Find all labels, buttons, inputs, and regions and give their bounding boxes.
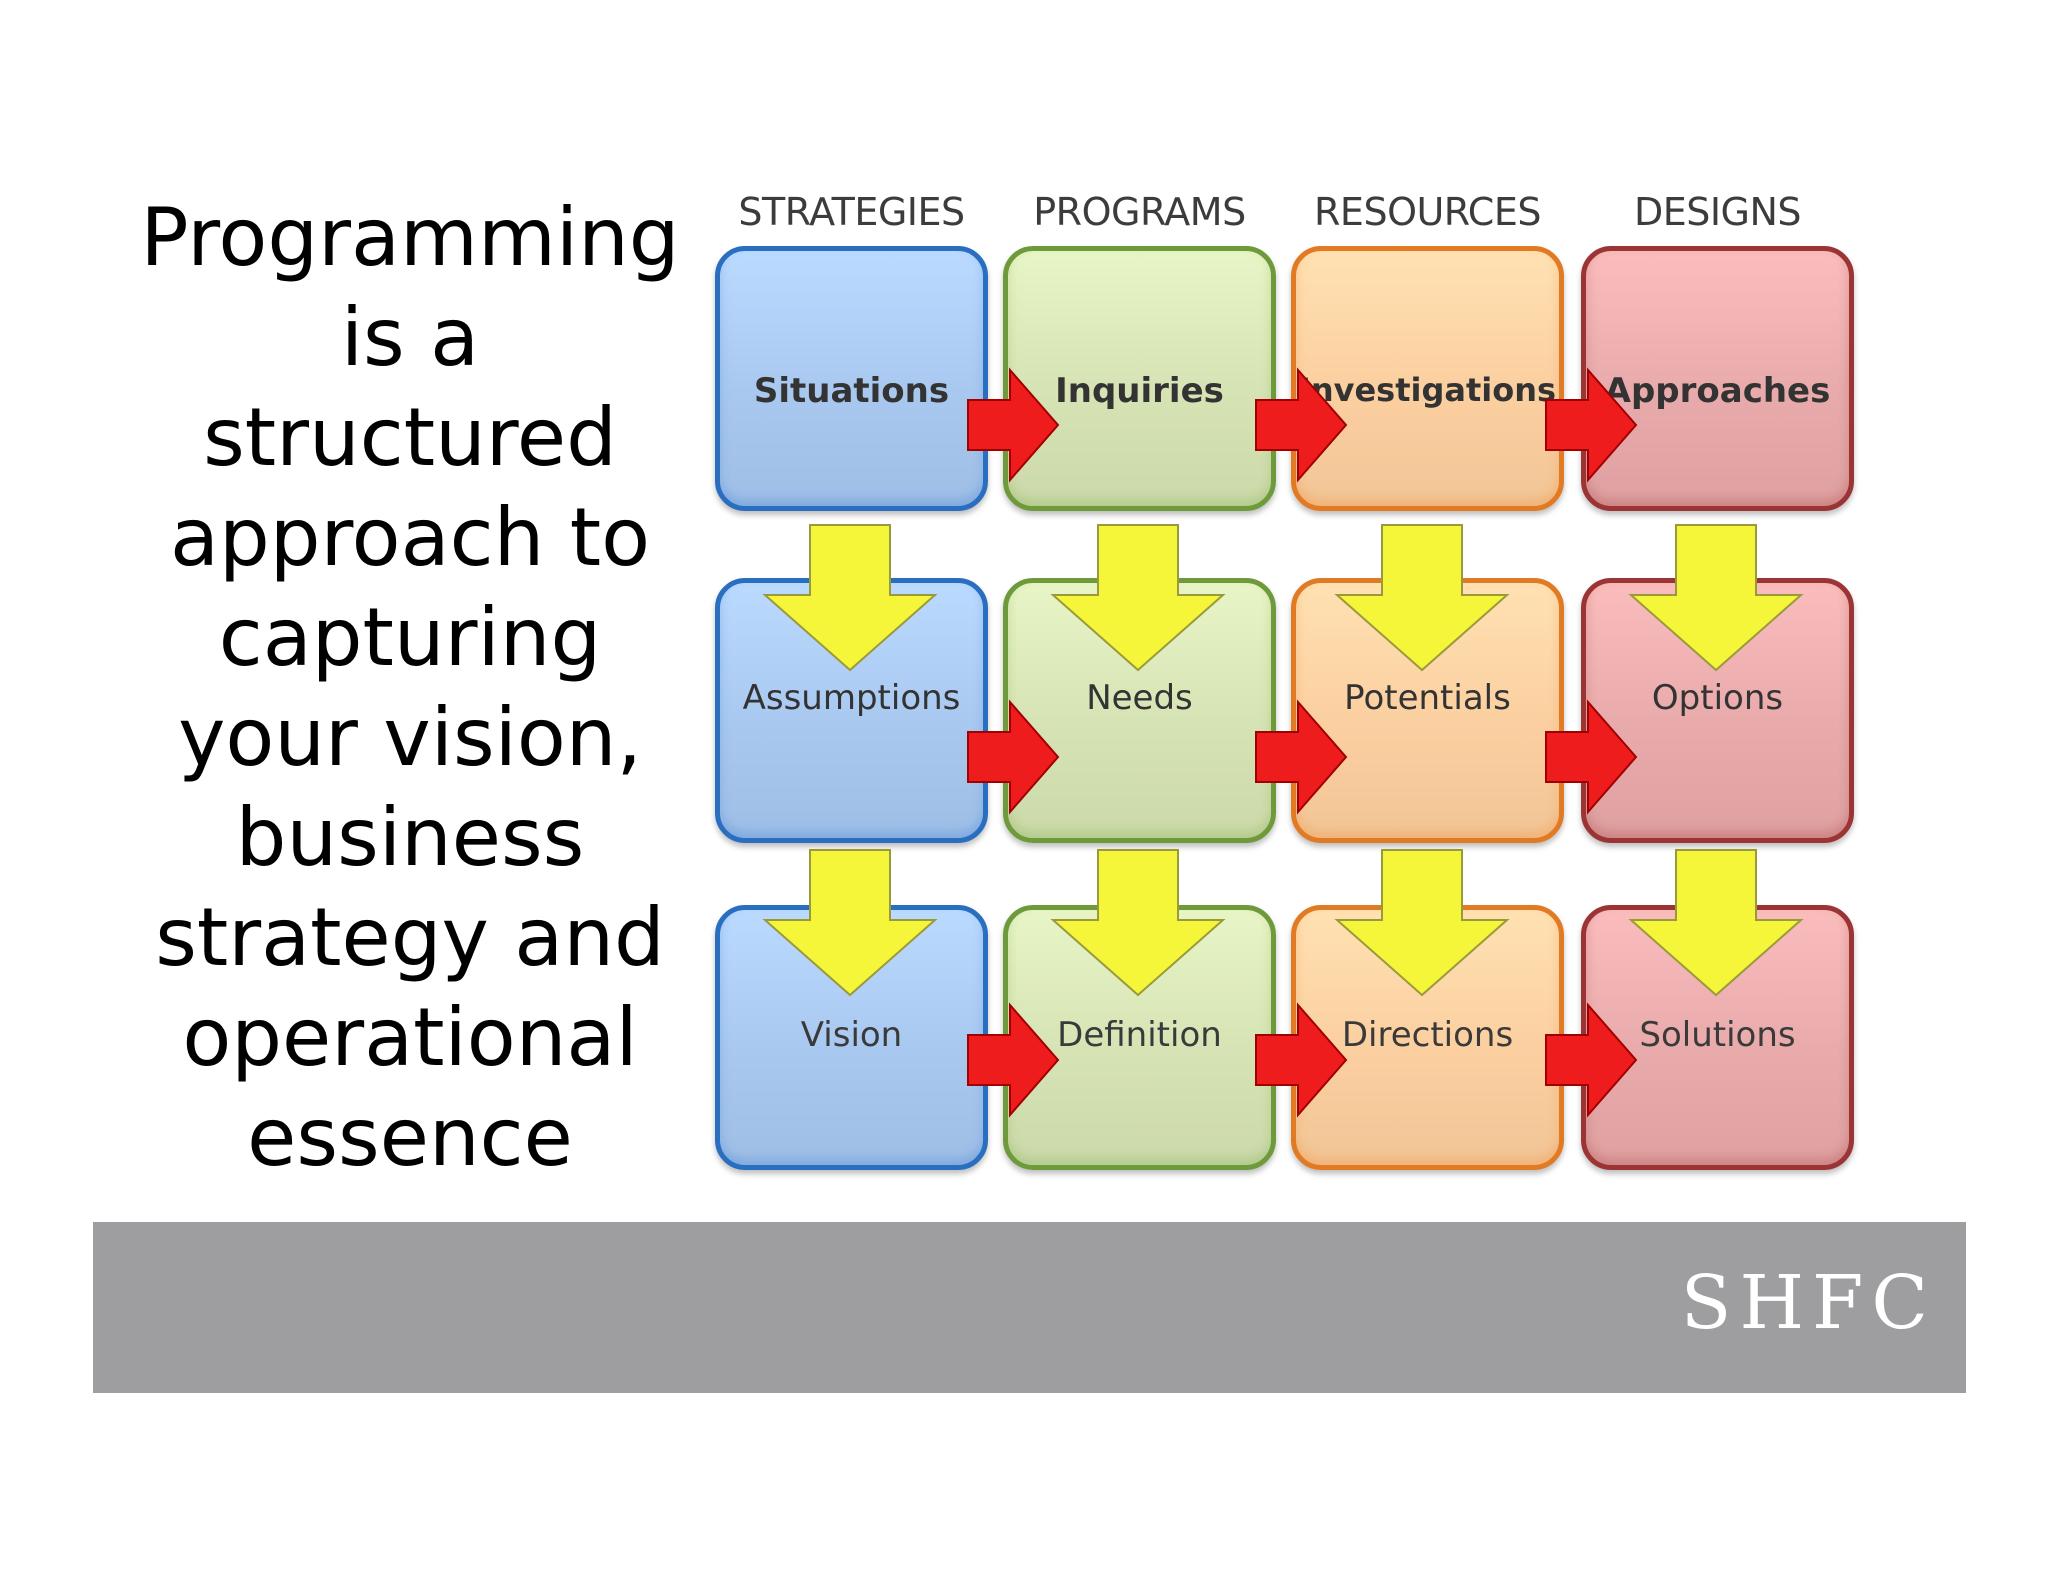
flow-right-arrow (1545, 1002, 1638, 1118)
flow-down-arrow-shape (1334, 849, 1510, 997)
flow-right-arrow (967, 699, 1060, 815)
stage-label: Directions (1341, 1015, 1514, 1055)
flow-right-arrow (967, 367, 1060, 483)
flow-right-arrow-shape (967, 699, 1060, 815)
flow-right-arrow (967, 1002, 1060, 1118)
flow-right-arrow-shape (967, 1002, 1060, 1118)
flow-down-arrow-shape (1050, 849, 1226, 997)
stage-label: Vision (800, 1015, 903, 1055)
flow-right-arrow-shape (967, 367, 1060, 483)
flow-right-arrow-shape (1255, 1002, 1348, 1118)
stage-label: Inquiries (1055, 371, 1224, 411)
lead-line: Programming (140, 191, 680, 284)
flow-right-arrow-shape (1545, 699, 1638, 815)
stage-label: Situations (753, 371, 950, 411)
column-header: DESIGNS (1633, 190, 1802, 234)
stage-label: Potentials (1344, 678, 1511, 718)
flow-down-arrow-shape (1628, 524, 1804, 672)
stage-box: Investigations (1291, 246, 1564, 511)
flow-down-arrow-shape (1628, 849, 1804, 997)
stage-label: Investigations (1298, 371, 1557, 409)
flow-down-arrow-shape (762, 849, 938, 997)
stage-box: Solutions (1581, 905, 1854, 1170)
lead-line: capturing (218, 591, 602, 684)
stage-label: Approaches (1604, 371, 1831, 411)
lead-line: your vision, (178, 691, 642, 784)
flow-right-arrow (1545, 367, 1638, 483)
lead-line: strategy and (155, 891, 665, 984)
stage-label: Solutions (1639, 1015, 1796, 1055)
flow-down-arrow (1334, 849, 1510, 997)
flow-right-arrow-shape (1545, 367, 1638, 483)
stage-box: Situations (715, 246, 988, 511)
flow-right-arrow (1255, 1002, 1348, 1118)
flow-right-arrow (1255, 699, 1348, 815)
flow-right-arrow-shape (1255, 699, 1348, 815)
lead-line: operational (182, 991, 638, 1084)
flow-right-arrow-shape (1255, 367, 1348, 483)
column-header: RESOURCES (1314, 190, 1541, 234)
stage-label: Assumptions (742, 678, 961, 718)
flow-down-arrow (1050, 524, 1226, 672)
flow-down-arrow (1628, 849, 1804, 997)
flow-down-arrow (762, 524, 938, 672)
flow-down-arrow-shape (1050, 524, 1226, 672)
lead-line: essence (247, 1091, 573, 1184)
stage-label: Options (1651, 678, 1784, 718)
flow-right-arrow (1545, 699, 1638, 815)
flow-down-arrow (1050, 849, 1226, 997)
stage-box: Inquiries (1003, 246, 1276, 511)
column-header: PROGRAMS (1033, 190, 1246, 234)
stage-label: Definition (1057, 1015, 1222, 1055)
lead-line: is a (340, 291, 480, 384)
lead-line: approach to (169, 491, 651, 584)
flow-down-arrow (1628, 524, 1804, 672)
stage-box: Approaches (1581, 246, 1854, 511)
footer-bar: SHFC (93, 1222, 1966, 1393)
stage-label: Needs (1086, 678, 1193, 718)
lead-line: structured (203, 391, 617, 484)
flow-down-arrow-shape (1334, 524, 1510, 672)
lead-line: business (235, 791, 585, 884)
flow-down-arrow (762, 849, 938, 997)
flow-down-arrow (1334, 524, 1510, 672)
footer-brand: SHFC (1680, 1260, 1936, 1346)
flow-down-arrow-shape (762, 524, 938, 672)
flow-right-arrow-shape (1545, 1002, 1638, 1118)
column-header: STRATEGIES (738, 190, 965, 234)
flow-right-arrow (1255, 367, 1348, 483)
